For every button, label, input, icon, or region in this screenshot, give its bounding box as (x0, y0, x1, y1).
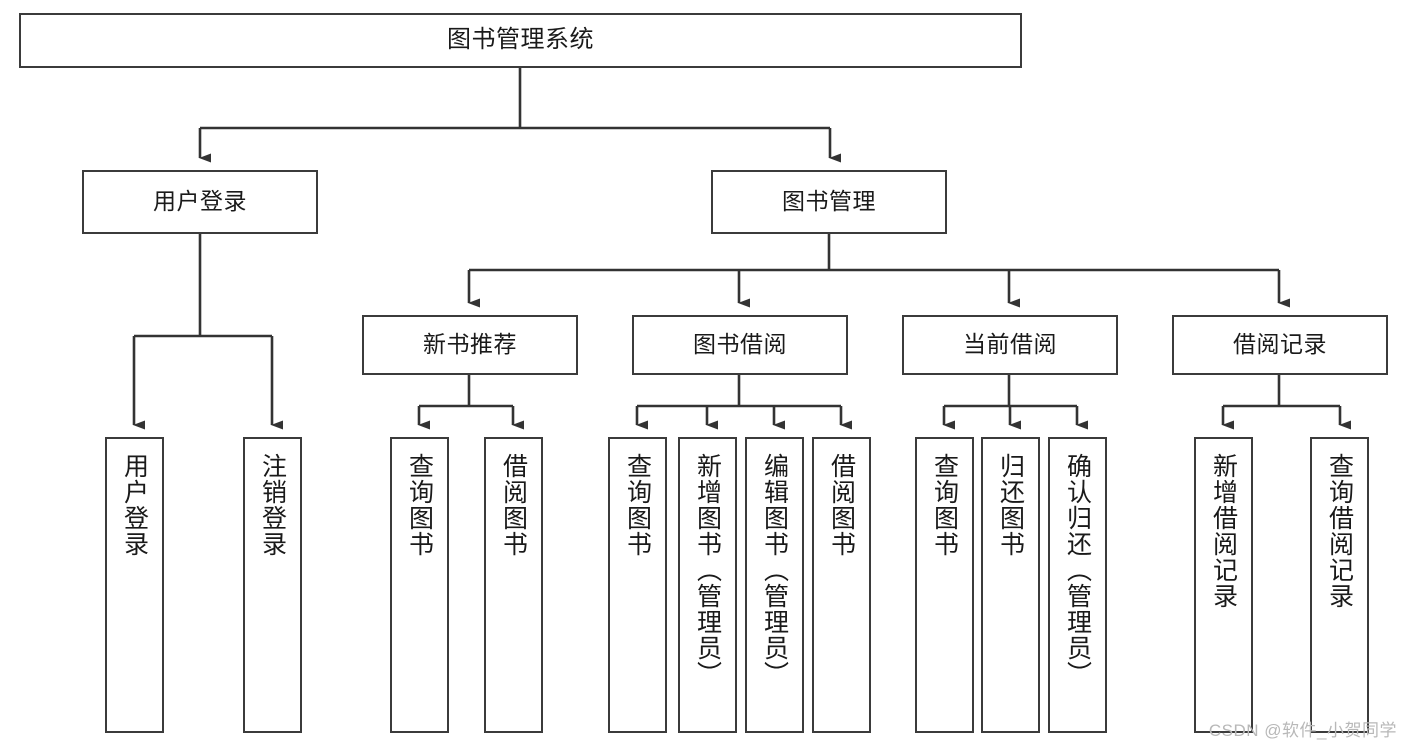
node-leaf-borrow-book-2[interactable]: 借阅图书 (812, 437, 871, 733)
node-label: 用户登录 (153, 188, 247, 215)
node-label: 借阅记录 (1233, 331, 1327, 358)
node-label: 借阅图书 (499, 453, 528, 557)
node-leaf-logout-login[interactable]: 注销登录 (243, 437, 302, 733)
node-book-management[interactable]: 图书管理 (711, 170, 947, 234)
node-leaf-query-book-2[interactable]: 查询图书 (608, 437, 667, 733)
node-label: 用户登录 (120, 453, 149, 557)
node-label: 新增借阅记录 (1209, 453, 1238, 609)
node-borrow-record[interactable]: 借阅记录 (1172, 315, 1388, 375)
node-leaf-user-login[interactable]: 用户登录 (105, 437, 164, 733)
watermark: CSDN @软件_小贺同学 (1208, 721, 1397, 740)
node-label: 图书借阅 (693, 331, 787, 358)
node-root-system[interactable]: 图书管理系统 (19, 13, 1022, 68)
node-label: 图书管理 (782, 188, 876, 215)
node-leaf-return-book[interactable]: 归还图书 (981, 437, 1040, 733)
node-label: 注销登录 (258, 453, 287, 557)
node-leaf-query-borrow-record[interactable]: 查询借阅记录 (1310, 437, 1369, 733)
node-label: 新书推荐 (423, 331, 517, 358)
node-label: 查询图书 (930, 453, 959, 557)
node-leaf-borrow-book-1[interactable]: 借阅图书 (484, 437, 543, 733)
node-label: 编辑图书（管理员） (760, 453, 789, 687)
node-leaf-edit-book-admin[interactable]: 编辑图书（管理员） (745, 437, 804, 733)
node-label: 查询图书 (405, 453, 434, 557)
node-label: 新增图书（管理员） (693, 453, 722, 687)
node-user-login[interactable]: 用户登录 (82, 170, 318, 234)
node-leaf-query-book-1[interactable]: 查询图书 (390, 437, 449, 733)
node-label: 借阅图书 (827, 453, 856, 557)
node-label: 查询图书 (623, 453, 652, 557)
node-current-borrow[interactable]: 当前借阅 (902, 315, 1118, 375)
node-label: 当前借阅 (963, 331, 1057, 358)
node-label: 确认归还（管理员） (1063, 453, 1092, 687)
node-book-borrow[interactable]: 图书借阅 (632, 315, 848, 375)
node-leaf-query-book-3[interactable]: 查询图书 (915, 437, 974, 733)
node-leaf-confirm-return-admin[interactable]: 确认归还（管理员） (1048, 437, 1107, 733)
node-leaf-add-book-admin[interactable]: 新增图书（管理员） (678, 437, 737, 733)
node-label: 图书管理系统 (447, 26, 594, 54)
node-label: 查询借阅记录 (1325, 453, 1354, 609)
node-label: 归还图书 (996, 453, 1025, 557)
node-new-book-recommend[interactable]: 新书推荐 (362, 315, 578, 375)
node-leaf-add-borrow-record[interactable]: 新增借阅记录 (1194, 437, 1253, 733)
